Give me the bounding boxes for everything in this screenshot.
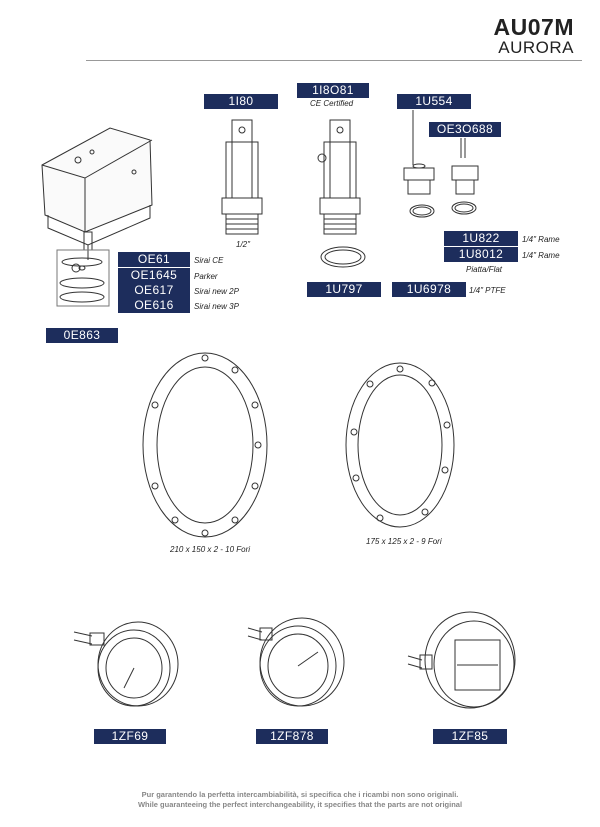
safety-valve-1i8o81-drawing [317,119,366,268]
gauge-1zf85-drawing [407,611,516,709]
note-half-inch: 1/2" [236,240,250,249]
model-title: AU07M [493,14,574,40]
gauge-1zf69-drawing [73,621,179,707]
code-1u554: 1U554 [397,94,471,109]
note-parker: Parker [194,272,218,281]
note-sirai-new-3p: Sirai new 3P [194,302,239,311]
safety-valve-1i80-drawing [221,119,263,235]
code-1u8012: 1U8012 [444,247,518,262]
code-oe3o688: OE3O688 [429,122,501,137]
code-oe1645: OE1645 [118,268,190,283]
gauge-1zf878-drawing [247,617,345,707]
note-piatta-flat: Piatta/Flat [466,265,503,274]
code-0e863: 0E863 [46,328,118,343]
code-1zf85: 1ZF85 [433,729,507,744]
code-oe617: OE617 [118,283,190,298]
code-oe61: OE61 [118,252,190,267]
code-1zf69: 1ZF69 [94,729,166,744]
code-oe616: OE616 [118,298,190,313]
footer-disclaimer-it: Pur garantendo la perfetta intercambiabi… [141,790,459,799]
code-1i8o81: 1I8O81 [297,83,369,98]
note-gasket-large: 210 x 150 x 2 - 10 Fori [170,545,251,554]
footer-disclaimer-en: While guaranteeing the perfect interchan… [137,800,463,809]
note-sirai-new-2p: Sirai new 2P [194,287,239,296]
code-1u6978: 1U6978 [392,282,466,297]
gasket-large-drawing [142,352,268,538]
note-quarter-rame-1: 1/4" Rame [522,235,560,244]
note-ce-certified: CE Certified [310,99,354,108]
code-1i80: 1I80 [204,94,278,109]
gasket-small-drawing [345,362,455,528]
code-1u797: 1U797 [307,282,381,297]
note-quarter-rame-2: 1/4" Rame [522,251,560,260]
note-gasket-small: 175 x 125 x 2 - 9 Fori [366,537,442,546]
code-1zf878: 1ZF878 [256,729,328,744]
header-divider [86,60,582,61]
brand-name: AURORA [498,38,574,57]
pressure-switch-drawing [41,127,153,307]
code-1u822: 1U822 [444,231,518,246]
note-sirai-ce: Sirai CE [194,256,224,265]
fittings-drawing [403,110,479,218]
note-quarter-ptfe: 1/4" PTFE [469,286,506,295]
